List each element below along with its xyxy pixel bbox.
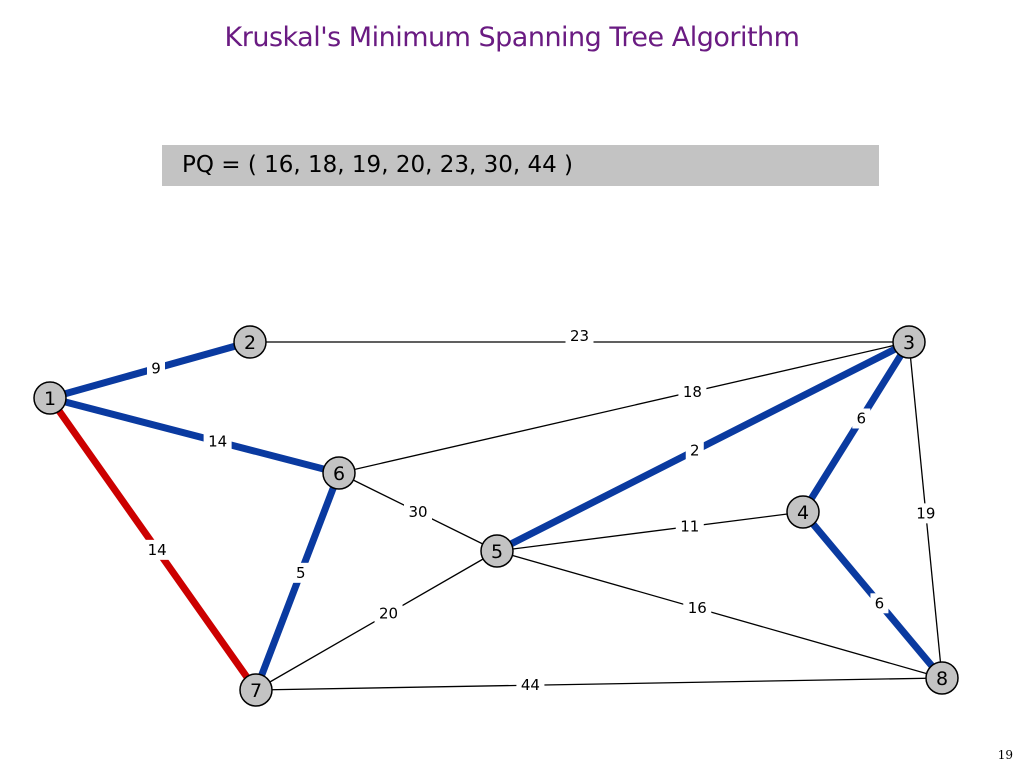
edge-weight-background xyxy=(911,503,940,524)
node-label: 5 xyxy=(491,541,503,563)
node-label: 2 xyxy=(244,332,256,354)
node-label: 1 xyxy=(44,388,56,410)
edge-5-8 xyxy=(496,550,943,679)
slide-title: Kruskal's Minimum Spanning Tree Algorith… xyxy=(224,22,800,53)
edge-weight-3-5: 2 xyxy=(690,442,700,460)
edge-weight-background xyxy=(565,326,594,346)
node-5: 5 xyxy=(480,534,514,568)
edge-4-5 xyxy=(496,511,804,552)
edge-weight-3-8: 19 xyxy=(916,504,935,522)
node-circle xyxy=(239,673,273,707)
node-2: 2 xyxy=(233,325,267,359)
edge-weight-background xyxy=(291,562,310,583)
node-label: 3 xyxy=(903,332,915,354)
edge-weight-6-7: 5 xyxy=(296,564,306,582)
edge-weight-1-6: 14 xyxy=(208,433,227,451)
edge-weight-background xyxy=(678,381,707,402)
edge-weight-background xyxy=(683,598,712,619)
node-label: 8 xyxy=(936,668,948,690)
node-7: 7 xyxy=(239,673,273,707)
node-1: 1 xyxy=(33,381,67,415)
edge-weight-background xyxy=(143,539,172,560)
edge-weight-5-7: 20 xyxy=(379,605,398,623)
node-circle xyxy=(322,456,356,490)
node-label: 7 xyxy=(250,680,262,702)
edge-weight-background xyxy=(147,358,165,379)
edge-weight-5-8: 16 xyxy=(688,599,707,617)
priority-queue-box: PQ = ( 16, 18, 19, 20, 23, 30, 44 ) xyxy=(162,145,879,186)
edge-weight-background xyxy=(852,408,871,429)
edge-weight-3-4: 6 xyxy=(857,410,867,428)
slide-number: 19 xyxy=(997,748,1013,762)
edge-weight-background xyxy=(870,593,889,614)
node-circle xyxy=(925,661,959,695)
node-circle xyxy=(892,325,926,359)
edge-weight-background xyxy=(685,440,704,461)
edge-weight-background xyxy=(675,516,704,537)
edge-weight-2-3: 23 xyxy=(570,327,589,345)
edge-weight-6-5: 30 xyxy=(408,503,427,521)
edge-3-6 xyxy=(338,341,910,474)
node-4: 4 xyxy=(786,495,820,529)
node-8: 8 xyxy=(925,661,959,695)
node-circle xyxy=(33,381,67,415)
node-3: 3 xyxy=(892,325,926,359)
node-circle xyxy=(786,495,820,529)
priority-queue-text: PQ = ( 16, 18, 19, 20, 23, 30, 44 ) xyxy=(182,152,574,178)
edge-7-8 xyxy=(255,677,943,691)
node-label: 6 xyxy=(333,463,345,485)
edge-weight-background xyxy=(516,675,545,696)
edge-weight-background xyxy=(374,603,403,624)
edge-weight-7-8: 44 xyxy=(521,676,540,694)
edge-weight-3-6: 18 xyxy=(683,383,702,401)
edge-1-6 xyxy=(49,394,340,477)
node-6: 6 xyxy=(322,456,356,490)
node-label: 4 xyxy=(797,502,809,524)
edge-weight-4-5: 11 xyxy=(680,517,699,535)
edge-weight-background xyxy=(203,431,232,452)
edge-weight-background xyxy=(404,502,432,522)
edge-weight-4-8: 6 xyxy=(875,594,885,612)
node-circle xyxy=(480,534,514,568)
edge-weight-1-2: 9 xyxy=(151,359,161,377)
edge-weight-1-7: 14 xyxy=(148,541,167,559)
node-circle xyxy=(233,325,267,359)
